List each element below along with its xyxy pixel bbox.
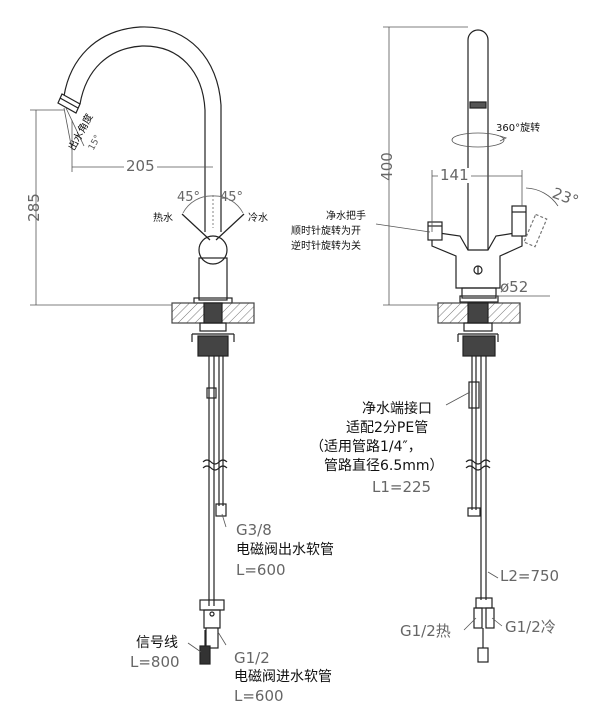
right-purified-handle [427, 221, 443, 241]
purified-handle-line2: 顺时针旋转为开 [291, 226, 361, 237]
supply-length: L2=750 [500, 567, 560, 585]
right-mixer-handle [511, 205, 527, 237]
signal-wire-length: L=800 [130, 653, 180, 671]
right-rotation-ellipse [451, 132, 505, 148]
left-handle-angle-left: 45° [177, 190, 201, 205]
left-spout-outer [63, 26, 222, 232]
left-break-mark [202, 459, 228, 465]
base-diameter: ø52 [500, 278, 529, 296]
cold-water-label: 冷水 [248, 213, 268, 224]
left-handle-angle-right: 45° [220, 190, 244, 205]
hot-inlet-label: G1/2热 [400, 622, 451, 640]
purified-port-line3: （适用管路1/4″， [310, 439, 422, 455]
right-mounting-nut [462, 335, 496, 357]
right-faucet-view [375, 26, 559, 663]
hot-water-label: 热水 [153, 213, 173, 224]
left-height-dimension: 285 [24, 193, 43, 222]
left-hot-handle [181, 213, 211, 241]
left-body [198, 257, 228, 301]
outlet-hose-thread: G3/8 [236, 521, 272, 539]
cold-inlet-label: G1/2冷 [505, 618, 556, 636]
signal-wire-name: 信号线 [136, 635, 178, 651]
outlet-hose-length: L=600 [236, 561, 286, 579]
left-cold-handle [215, 213, 245, 241]
left-g38-fitting [215, 503, 227, 517]
left-reach-dimension: 205 [124, 157, 157, 175]
left-dimension-lines [30, 107, 213, 306]
right-dimension-lines [375, 26, 559, 631]
right-width-dimension: 141 [438, 166, 471, 184]
outlet-hose-name: 电磁阀出水软管 [236, 542, 334, 558]
inlet-hose-thread: G1/2 [234, 649, 270, 667]
right-height-dimension: 400 [377, 152, 396, 181]
right-break-mark [465, 459, 491, 465]
left-spout-inner [79, 45, 206, 232]
right-spout-tube [467, 29, 489, 250]
left-mounting-nut [197, 335, 229, 357]
right-body [431, 231, 523, 289]
purified-handle-line3: 逆时针旋转为关 [291, 241, 361, 252]
purified-handle-line1: 净水把手 [326, 211, 366, 222]
left-signal-connector [199, 645, 211, 665]
inlet-hose-name: 电磁阀进水软管 [234, 669, 332, 685]
left-handle-knob [198, 235, 228, 265]
purified-port-length: L1=225 [372, 478, 432, 496]
left-solenoid-valve [199, 599, 225, 611]
right-inlet-fittings [475, 597, 493, 609]
rotation-label: 360°旋转 [496, 123, 541, 134]
left-faucet-view [30, 26, 255, 665]
purified-port-line2: 适配2分PE管 [346, 420, 429, 436]
right-purified-port-fitting [468, 381, 480, 409]
inlet-hose-length: L=600 [234, 687, 284, 705]
purified-port-line4: 管路直径6.5mm） [324, 458, 444, 474]
purified-port-line1: 净水端接口 [362, 401, 432, 417]
